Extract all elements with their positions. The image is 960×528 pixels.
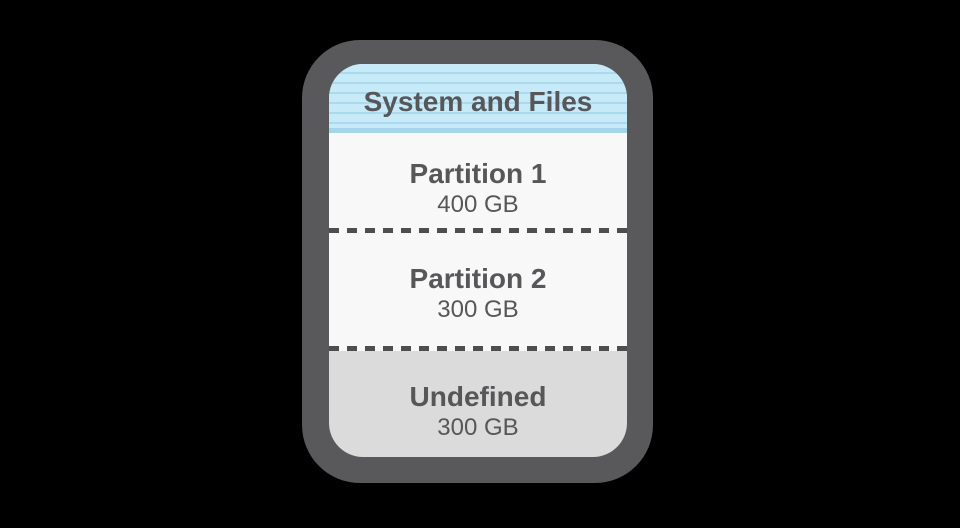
partition-2: Partition 2 300 GB — [329, 233, 627, 346]
dashed-divider-1 — [329, 228, 627, 233]
dashed-divider-2 — [329, 346, 627, 351]
disk-diagram: System and Files Partition 1 400 GB Part… — [302, 40, 653, 483]
partition-2-name: Partition 2 — [409, 263, 547, 294]
partition-2-size: 300 GB — [437, 296, 519, 323]
disk-header-label: System and Files — [363, 85, 593, 117]
undefined-partition-size: 300 GB — [437, 414, 519, 441]
partition-1-name: Partition 1 — [409, 158, 547, 189]
undefined-partition-name: Undefined — [409, 381, 547, 412]
disk-body: System and Files Partition 1 400 GB Part… — [329, 64, 627, 457]
partition-1: Partition 1 400 GB — [329, 133, 627, 228]
undefined-partition: Undefined 300 GB — [329, 351, 627, 457]
disk-header: System and Files — [329, 64, 627, 133]
partition-1-size: 400 GB — [437, 191, 519, 218]
